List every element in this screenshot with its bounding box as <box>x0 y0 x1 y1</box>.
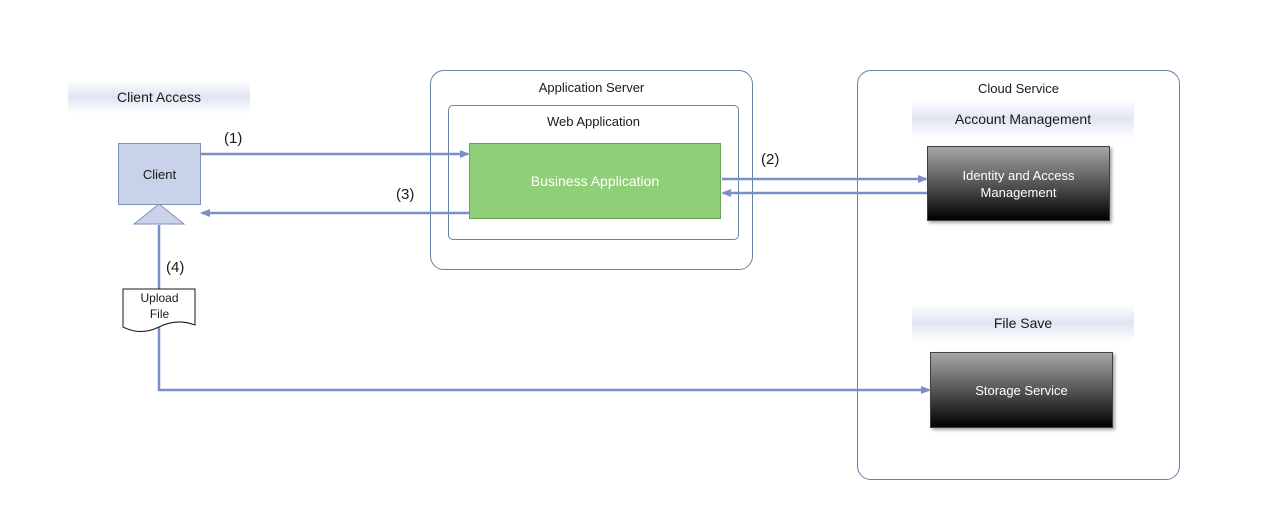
client-access-label: Client Access <box>116 89 202 105</box>
upload-file-line1: Upload <box>140 291 179 305</box>
application-server-container <box>430 70 753 270</box>
arrow-upload-to-storage <box>157 326 931 394</box>
client-label: Client <box>142 166 177 182</box>
step-3-label: (3) <box>396 186 415 203</box>
account-management-label: Account Management <box>954 111 1092 127</box>
business-application-label: Business Application <box>530 173 660 189</box>
identity-access-management-box[interactable]: Identity and Access Management <box>927 146 1110 221</box>
web-application-label: Web Application <box>547 114 640 129</box>
upload-file-line2: File <box>149 307 170 321</box>
storage-service-label: Storage Service <box>975 382 1068 398</box>
cloud-service-container <box>857 70 1180 480</box>
storage-service-box[interactable]: Storage Service <box>930 352 1113 428</box>
web-application-container <box>448 105 739 240</box>
step-4-label: (4) <box>166 259 185 276</box>
cloud-service-label: Cloud Service <box>978 81 1059 96</box>
file-save-header: File Save <box>912 304 1134 342</box>
client-access-header: Client Access <box>68 80 250 114</box>
iam-label-line2: Management <box>980 184 1057 200</box>
step-2-label: (2) <box>761 151 780 168</box>
account-management-header: Account Management <box>912 100 1134 138</box>
business-application-box[interactable]: Business Application <box>469 143 721 219</box>
client-box[interactable]: Client <box>118 143 201 205</box>
client-stand-icon <box>132 203 186 225</box>
step-1-label: (1) <box>224 130 243 147</box>
application-server-label: Application Server <box>538 80 645 95</box>
upload-file-document-icon <box>122 288 196 332</box>
file-save-label: File Save <box>993 315 1053 331</box>
iam-label-line1: Identity and Access <box>962 167 1075 183</box>
upload-file-label: Upload File <box>123 290 196 322</box>
